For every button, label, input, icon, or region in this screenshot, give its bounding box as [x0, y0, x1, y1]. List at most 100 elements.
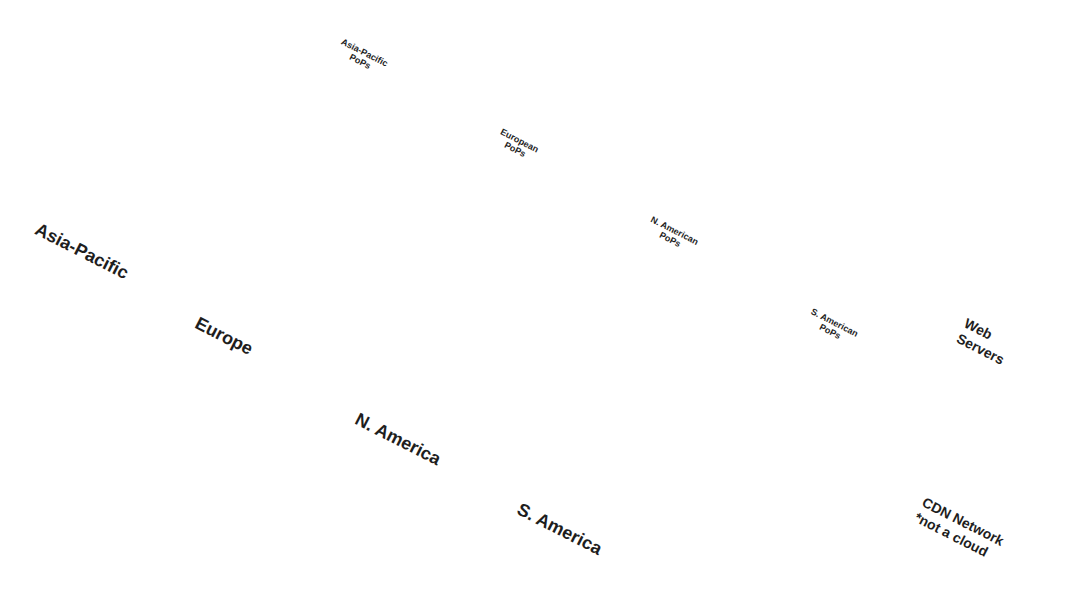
browser-window	[441, 350, 614, 441]
dotted-connector	[744, 223, 801, 241]
shape-outline	[328, 310, 676, 500]
region-label: Europe	[192, 313, 257, 360]
label-group: Asia-Pacific PoPs	[332, 35, 393, 79]
content-block	[619, 451, 718, 503]
dotted-connector	[589, 211, 610, 223]
prism-face	[851, 335, 900, 413]
shape-outline	[610, 200, 744, 324]
region-panel: Asia-Pacific	[8, 120, 356, 310]
pop-label: Asia-Pacific PoPs	[332, 35, 393, 79]
browser-viewport	[131, 167, 280, 245]
browser-icon	[601, 440, 779, 534]
band-label: CDN Network *not a cloud	[912, 494, 1027, 575]
prism-top	[304, 26, 429, 93]
browser-titlebar	[168, 164, 286, 224]
region-panel: N. America	[328, 310, 676, 500]
browser-titlebar	[488, 354, 606, 414]
dotted-connector	[753, 416, 805, 517]
content-block	[137, 171, 236, 223]
pop-label: European PoPs	[487, 123, 548, 167]
cdn-band: CDN Network *not a cloudAsia-Pacific PoP…	[232, 63, 1065, 584]
label-group: N. America	[352, 409, 445, 470]
browser-shadow	[441, 352, 614, 443]
label-group: N. American PoPs	[642, 213, 703, 257]
server-side	[848, 140, 880, 195]
pop-label: S. American PoPs	[802, 305, 863, 349]
prism-face	[381, 65, 430, 143]
band-surface	[560, 51, 1066, 314]
shape-outline	[168, 214, 516, 404]
browser-window	[281, 254, 454, 345]
dotted-connector	[744, 301, 770, 316]
server-side	[764, 97, 796, 152]
browser-titlebar	[650, 444, 768, 504]
pop-prism: S. American PoPs	[770, 292, 904, 416]
label-group: European PoPs	[487, 123, 548, 167]
region-plate	[168, 214, 516, 403]
shape-outline	[770, 292, 904, 416]
server-body	[647, 54, 711, 109]
shape-outline	[490, 400, 838, 590]
label-group: Web Servers	[954, 315, 1040, 381]
content-block	[371, 309, 422, 336]
region-plate	[490, 400, 838, 589]
content-block	[531, 405, 582, 432]
server-band: Web Servers	[560, 51, 1069, 390]
dotted-connector	[271, 146, 328, 237]
pop-prism: N. American PoPs	[610, 200, 744, 324]
region-panel: Europe	[168, 214, 516, 404]
dotted-connector	[434, 122, 455, 134]
prism-top	[459, 114, 584, 181]
browser-shadow	[121, 162, 294, 253]
server-side	[679, 54, 711, 109]
server-side	[933, 184, 965, 239]
content-block	[693, 495, 744, 522]
region-panel: S. America	[490, 400, 838, 590]
content-block	[211, 215, 262, 242]
band-label: Web Servers	[954, 315, 1040, 381]
content-block	[297, 265, 396, 317]
band-surface	[232, 63, 1007, 463]
label-group: Europe	[192, 313, 257, 360]
shape-outline	[455, 110, 589, 234]
server-top	[901, 169, 965, 197]
label-plate	[880, 486, 1064, 583]
browser-shadow	[603, 442, 776, 533]
region-plate	[328, 310, 676, 499]
shape-outline	[300, 22, 434, 146]
browser-icon	[119, 160, 297, 254]
browser-shadow	[281, 256, 454, 347]
prism-face	[536, 153, 585, 231]
prism-top	[614, 204, 739, 271]
dotted-connector	[431, 234, 487, 331]
pop-label: N. American PoPs	[642, 213, 703, 257]
server-top	[816, 125, 880, 153]
label-group: CDN Network *not a cloud	[912, 494, 1027, 575]
region-plate	[8, 120, 356, 309]
browser-titlebar	[328, 258, 446, 318]
label-group: S. American PoPs	[802, 305, 863, 349]
pop-prism: European PoPs	[455, 110, 589, 234]
region-label: S. America	[514, 499, 606, 560]
server-body	[901, 184, 965, 239]
browser-window	[603, 440, 776, 531]
shape-outline	[8, 120, 356, 310]
prism-face	[691, 243, 740, 321]
browser-icon	[279, 254, 457, 348]
content-block	[457, 361, 556, 413]
server-body	[816, 140, 880, 195]
server-top	[647, 39, 711, 67]
region-label: Asia-Pacific	[32, 219, 132, 284]
browser-icon	[439, 350, 617, 444]
server-body	[732, 97, 796, 152]
label-plate	[922, 312, 1069, 389]
pop-prism: Asia-Pacific PoPs	[300, 22, 434, 146]
region-label: N. America	[352, 409, 445, 470]
browser-viewport	[451, 357, 600, 435]
browser-viewport	[291, 261, 440, 339]
prism-top	[774, 296, 899, 363]
label-group: S. America	[514, 499, 606, 560]
server-top	[732, 82, 796, 110]
label-group: Asia-Pacific	[32, 219, 132, 284]
